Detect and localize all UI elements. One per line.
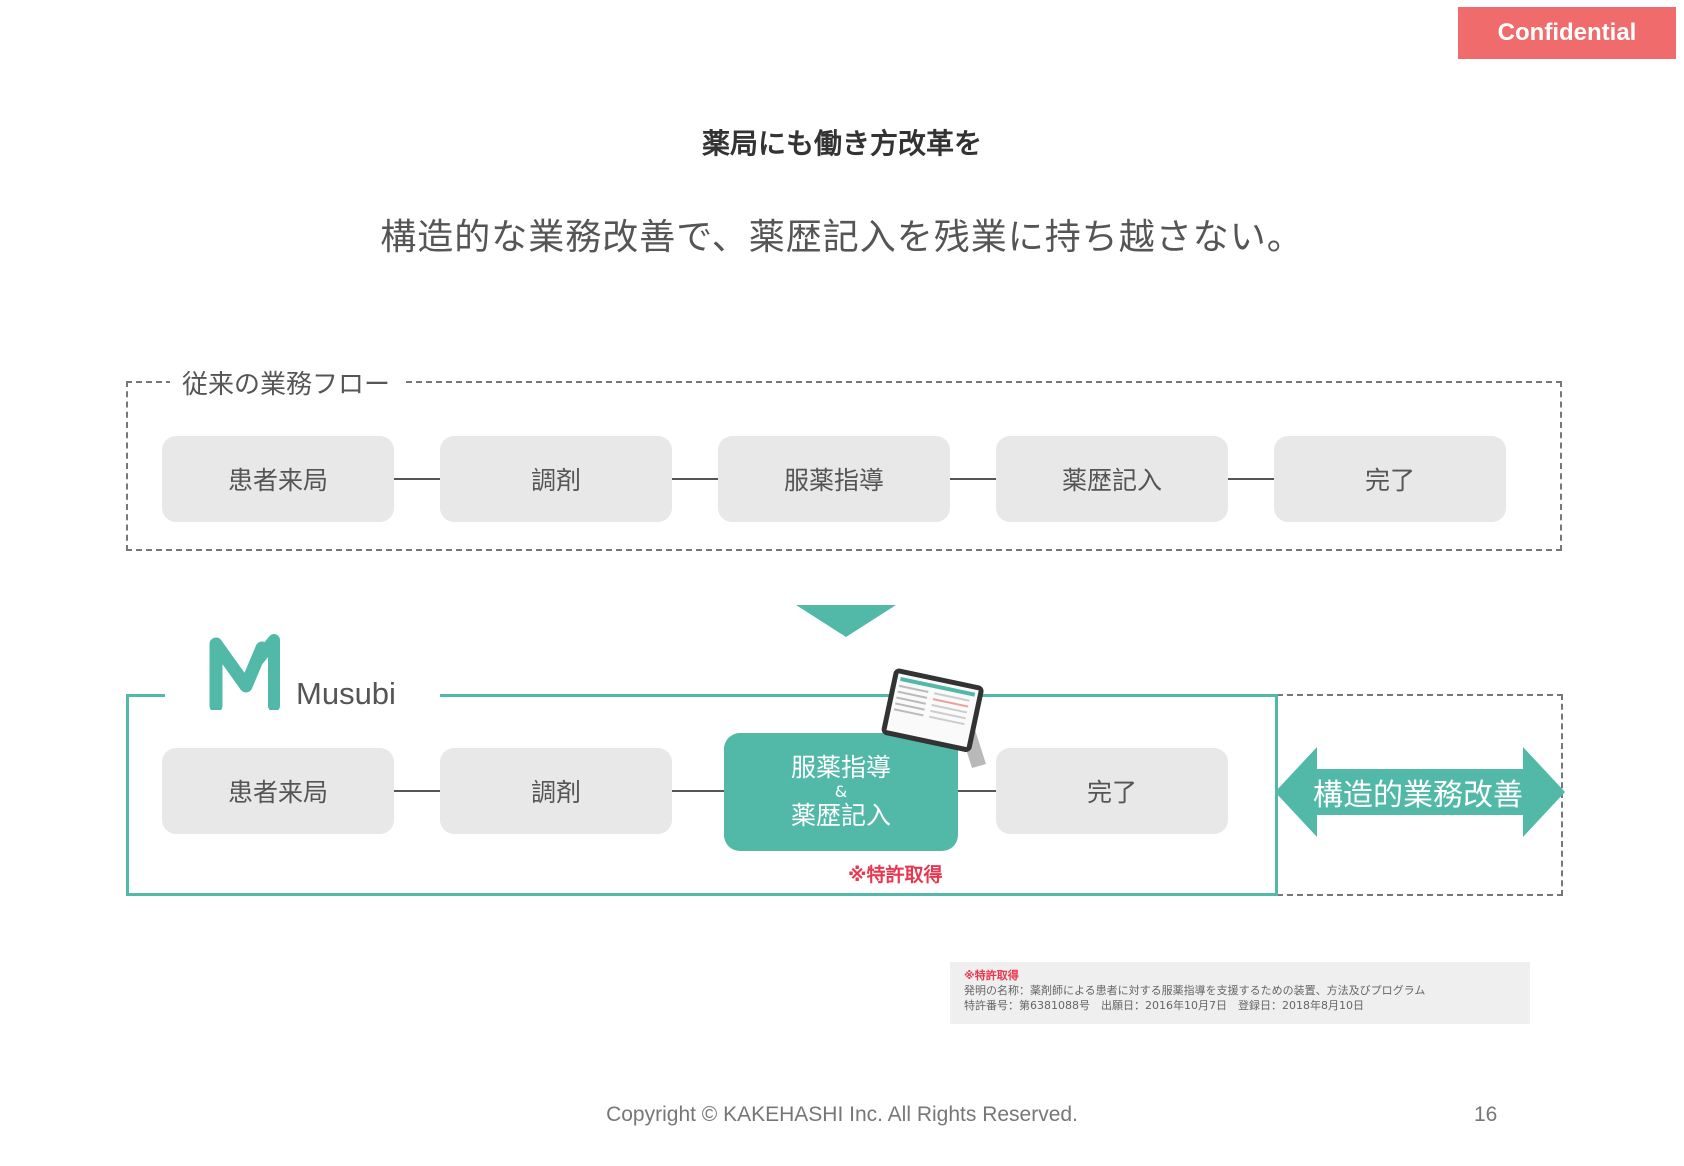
legacy-step-record: 薬歴記入: [996, 436, 1228, 522]
copyright-footer: Copyright © KAKEHASHI Inc. All Rights Re…: [606, 1103, 1078, 1126]
musubi-flow-frame: [126, 694, 1278, 896]
patent-note-line2: 特許番号：第6381088号 出願日：2016年10月7日 登録日：2018年8…: [964, 999, 1364, 1012]
musubi-logo-text: Musubi: [296, 676, 396, 711]
highlight-line2: 薬歴記入: [790, 801, 891, 830]
connector-line: [958, 790, 996, 792]
page-subtitle: 構造的な業務改善で、薬歴記入を残業に持ち越さない。: [380, 217, 1304, 258]
legacy-flow-label: 従来の業務フロー: [170, 364, 403, 401]
highlight-amp: &: [834, 782, 848, 801]
legacy-step-visit: 患者来局: [162, 436, 394, 522]
tablet-icon: [881, 668, 986, 768]
page-title: 薬局にも働き方改革を: [701, 127, 982, 160]
highlight-line1: 服薬指導: [790, 753, 891, 782]
improvement-label: 構造的業務改善: [1313, 778, 1523, 813]
connector-line: [394, 790, 440, 792]
connector-line: [672, 478, 718, 480]
musubi-logo-icon: [209, 634, 280, 710]
patent-mark: ※特許取得: [848, 864, 943, 886]
legacy-step-complete: 完了: [1274, 436, 1506, 522]
frame-gap: [165, 688, 440, 700]
legacy-step-dispense: 調剤: [440, 436, 672, 522]
connector-line: [672, 790, 724, 792]
patent-note-line1: 発明の名称：薬剤師による患者に対する服薬指導を支援するための装置、方法及びプログ…: [964, 984, 1426, 997]
double-arrow-icon: [1275, 747, 1565, 837]
connector-line: [394, 478, 440, 480]
connector-line: [950, 478, 996, 480]
musubi-step-visit: 患者来局: [162, 748, 394, 834]
musubi-step-complete: 完了: [996, 748, 1228, 834]
musubi-step-guidance-record: 服薬指導 & 薬歴記入: [724, 733, 958, 851]
page-number: 16: [1474, 1103, 1498, 1126]
musubi-step-dispense: 調剤: [440, 748, 672, 834]
legacy-step-guidance: 服薬指導: [718, 436, 950, 522]
patent-note: ※特許取得 発明の名称：薬剤師による患者に対する服薬指導を支援するための装置、方…: [950, 962, 1530, 1024]
down-arrow-icon: [796, 605, 896, 637]
legacy-flow-frame: [126, 381, 1562, 551]
connector-line: [1228, 478, 1274, 480]
patent-note-title: ※特許取得: [964, 969, 1019, 982]
confidential-badge: Confidential: [1458, 7, 1676, 59]
